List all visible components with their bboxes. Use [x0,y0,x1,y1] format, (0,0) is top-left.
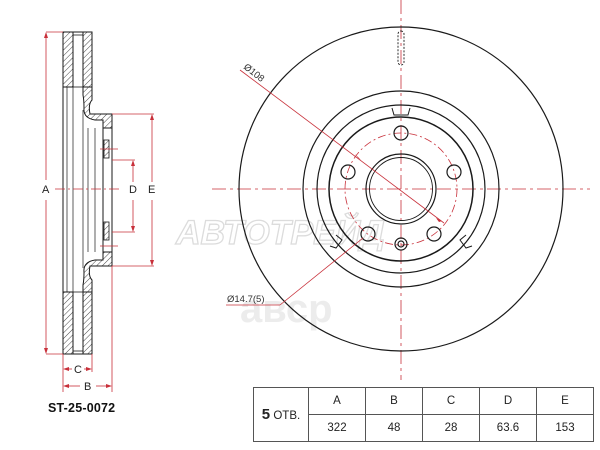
side-view [55,31,120,355]
value-E: 153 [536,414,594,442]
bolt-hole [426,226,442,242]
disc-outer-edge [238,26,564,352]
holes-count: 5 [261,406,271,423]
label-E: E [148,184,155,196]
label-C: C [74,364,82,376]
watermark: АВТОТРЕЙД [174,212,385,252]
value-A: 322 [308,414,366,442]
holes-count-cell: 5 ОТВ. [253,387,309,442]
value-D: 63.6 [479,414,537,442]
value-B: 48 [365,414,423,442]
header-A: A [308,387,366,415]
watermark-bottom-group: авср [240,287,333,331]
bolt-hole [360,226,376,242]
watermark-top: АВТОТРЕЙД [175,213,385,252]
side-view-dimensions [44,31,154,392]
side-view-labels: A D E C B [42,184,155,393]
header-B: B [365,387,423,415]
bolt-hole [446,164,462,180]
spec-table: 5 ОТВ. A B C D E 322 48 28 63.6 153 [253,387,594,442]
label-B: B [84,381,91,393]
bolt-circle-label: Ø108 [241,62,266,85]
value-C: 28 [422,414,480,442]
bolt-hole [340,164,356,180]
header-D: D [479,387,537,415]
front-view [212,0,590,380]
header-C: C [422,387,480,415]
bolt-hole-label: Ø14.7(5) [227,294,265,305]
holes-suffix: ОТВ. [273,410,301,422]
front-view-dimensions [226,69,445,306]
part-number: ST-25-0072 [48,401,116,415]
spec-value-row: 322 48 28 63.6 153 [254,414,594,442]
label-D: D [129,184,137,196]
bolt-hole [393,125,409,141]
label-A: A [42,184,50,196]
watermark-bottom: авср [240,287,333,331]
header-E: E [536,387,594,415]
spec-header-row: 5 ОТВ. A B C D E [253,387,594,442]
